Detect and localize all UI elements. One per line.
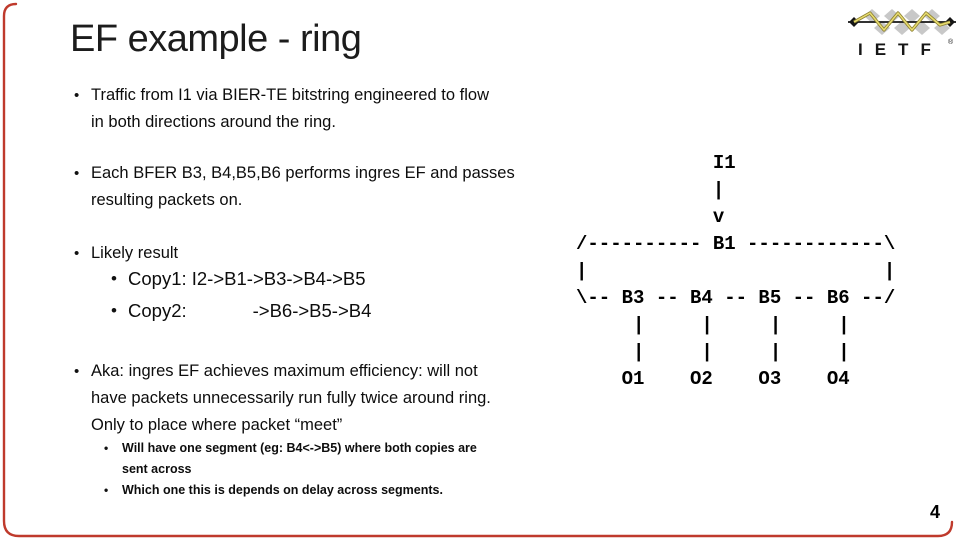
copy2-label: Copy2: — [128, 300, 187, 321]
bullet-segment-text: Will have one segment (eg: B4<->B5) wher… — [122, 441, 477, 476]
bullet-bfer-text: Each BFER B3, B4,B5,B6 performs ingres E… — [91, 164, 515, 209]
bullet-marker: • — [74, 245, 80, 262]
ietf-logo-text: IETF — [858, 40, 943, 59]
bullet-traffic-text: Traffic from I1 via BIER-TE bitstring en… — [91, 86, 489, 131]
bullet-marker: • — [74, 363, 80, 380]
bullet-marker: • — [74, 165, 80, 182]
bullet-marker: • — [104, 441, 109, 455]
ietf-logo: IETF ® — [848, 9, 956, 59]
bullet-marker: • — [111, 269, 117, 288]
bullet-marker: • — [74, 87, 80, 104]
bullet-delay: • Which one this is depends on delay acr… — [104, 480, 443, 501]
bullet-delay-text: Which one this is depends on delay acros… — [122, 483, 443, 497]
bullet-segment: • Will have one segment (eg: B4<->B5) wh… — [104, 438, 477, 480]
ietf-logo-zigzag — [853, 11, 951, 32]
ascii-ring-diagram: I1 | v /---------- B1 ------------\ | | … — [576, 152, 896, 390]
bullet-copy1: • Copy1: I2->B1->B3->B4->B5 — [111, 263, 366, 294]
bullet-traffic: • Traffic from I1 via BIER-TE bitstring … — [74, 82, 489, 136]
bullet-aka: • Aka: ingres EF achieves maximum effici… — [74, 358, 491, 439]
ietf-logo-registered-mark: ® — [948, 38, 954, 46]
bullet-marker: • — [111, 301, 117, 320]
bullet-copy2-text: Copy2: ->B6->B5->B4 — [128, 295, 371, 326]
bullet-copy2: • Copy2: ->B6->B5->B4 — [111, 295, 371, 326]
bullet-copy1-text: Copy1: I2->B1->B3->B4->B5 — [128, 268, 366, 289]
bullet-bfer: • Each BFER B3, B4,B5,B6 performs ingres… — [74, 160, 515, 214]
bullet-aka-text: Aka: ingres EF achieves maximum efficien… — [91, 362, 491, 434]
bullet-likely-result-text: Likely result — [91, 244, 179, 262]
bullet-likely-result: • Likely result — [74, 240, 178, 267]
page-number: 4 — [929, 502, 940, 522]
bullet-marker: • — [104, 483, 109, 497]
slide-title: EF example - ring — [70, 18, 362, 60]
copy2-path: ->B6->B5->B4 — [252, 300, 372, 321]
